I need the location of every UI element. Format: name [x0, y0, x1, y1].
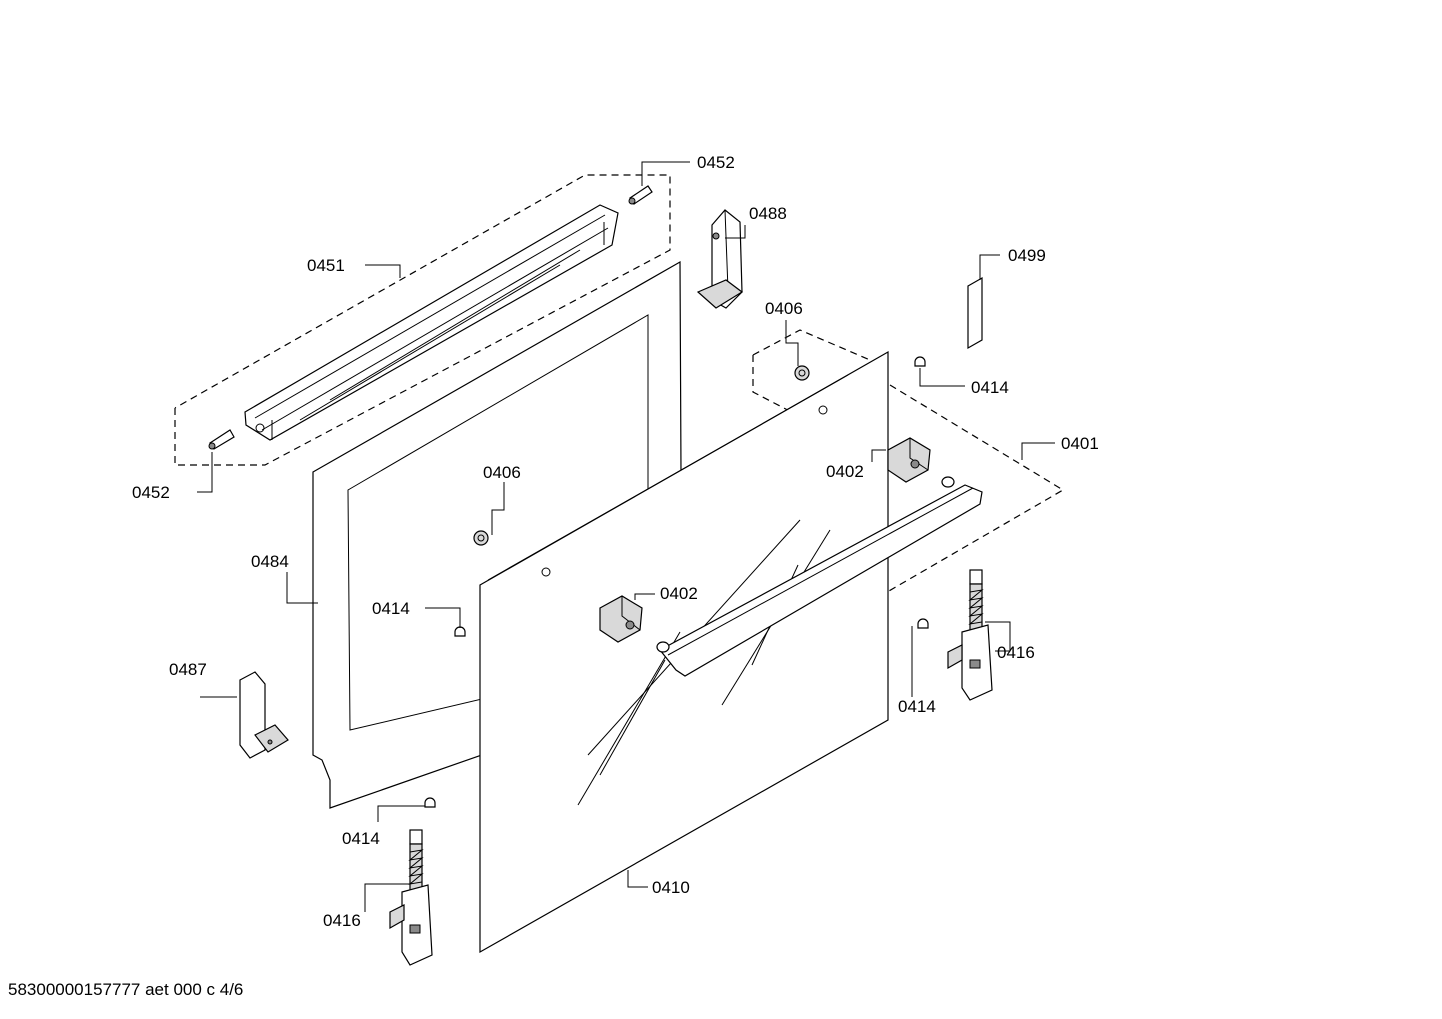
- label-0410: 0410: [652, 878, 690, 897]
- clip-0414-right: [917, 618, 929, 629]
- leader-lines: [197, 161, 1055, 912]
- label-0414-top: 0414: [971, 378, 1009, 397]
- clip-0402-mid: [599, 595, 643, 643]
- spacer-0406-mid: [473, 530, 489, 546]
- label-0414-right: 0414: [898, 697, 936, 716]
- label-0488: 0488: [749, 204, 787, 223]
- bracket-0487: [239, 671, 289, 759]
- clip-0414-top: [914, 356, 926, 367]
- label-0416-bottom: 0416: [323, 911, 361, 930]
- pin-0452-left: [208, 429, 235, 450]
- label-0402-mid: 0402: [660, 584, 698, 603]
- document-code: 58300000157777 aet 000 c 4/6: [8, 980, 244, 999]
- label-0402-right: 0402: [826, 462, 864, 481]
- label-0401: 0401: [1061, 434, 1099, 453]
- label-0406-top: 0406: [765, 299, 803, 318]
- label-0487: 0487: [169, 660, 207, 679]
- clip-0402-right: [887, 437, 931, 483]
- trim-profile-0451: [244, 204, 619, 441]
- label-0452-top: 0452: [697, 153, 735, 172]
- spacer-0406-top: [794, 365, 810, 381]
- label-0406-mid: 0406: [483, 463, 521, 482]
- label-0451: 0451: [307, 256, 345, 275]
- label-0452-left: 0452: [132, 483, 170, 502]
- label-0484: 0484: [251, 552, 289, 571]
- bracket-0488: [696, 209, 744, 309]
- clip-0414-mid: [454, 626, 466, 637]
- hinge-0416-bottom: [389, 829, 433, 966]
- label-0414-mid: 0414: [372, 599, 410, 618]
- strip-0499: [967, 276, 983, 350]
- label-0416-right: 0416: [997, 643, 1035, 662]
- hinge-0416-right: [947, 569, 993, 701]
- group-0451-dashed-box: [174, 174, 671, 466]
- door-handle: [656, 476, 983, 677]
- clip-0414-bottom: [424, 797, 436, 808]
- label-0499: 0499: [1008, 246, 1046, 265]
- pin-0452-top: [628, 185, 653, 205]
- label-0414-bottom: 0414: [342, 829, 380, 848]
